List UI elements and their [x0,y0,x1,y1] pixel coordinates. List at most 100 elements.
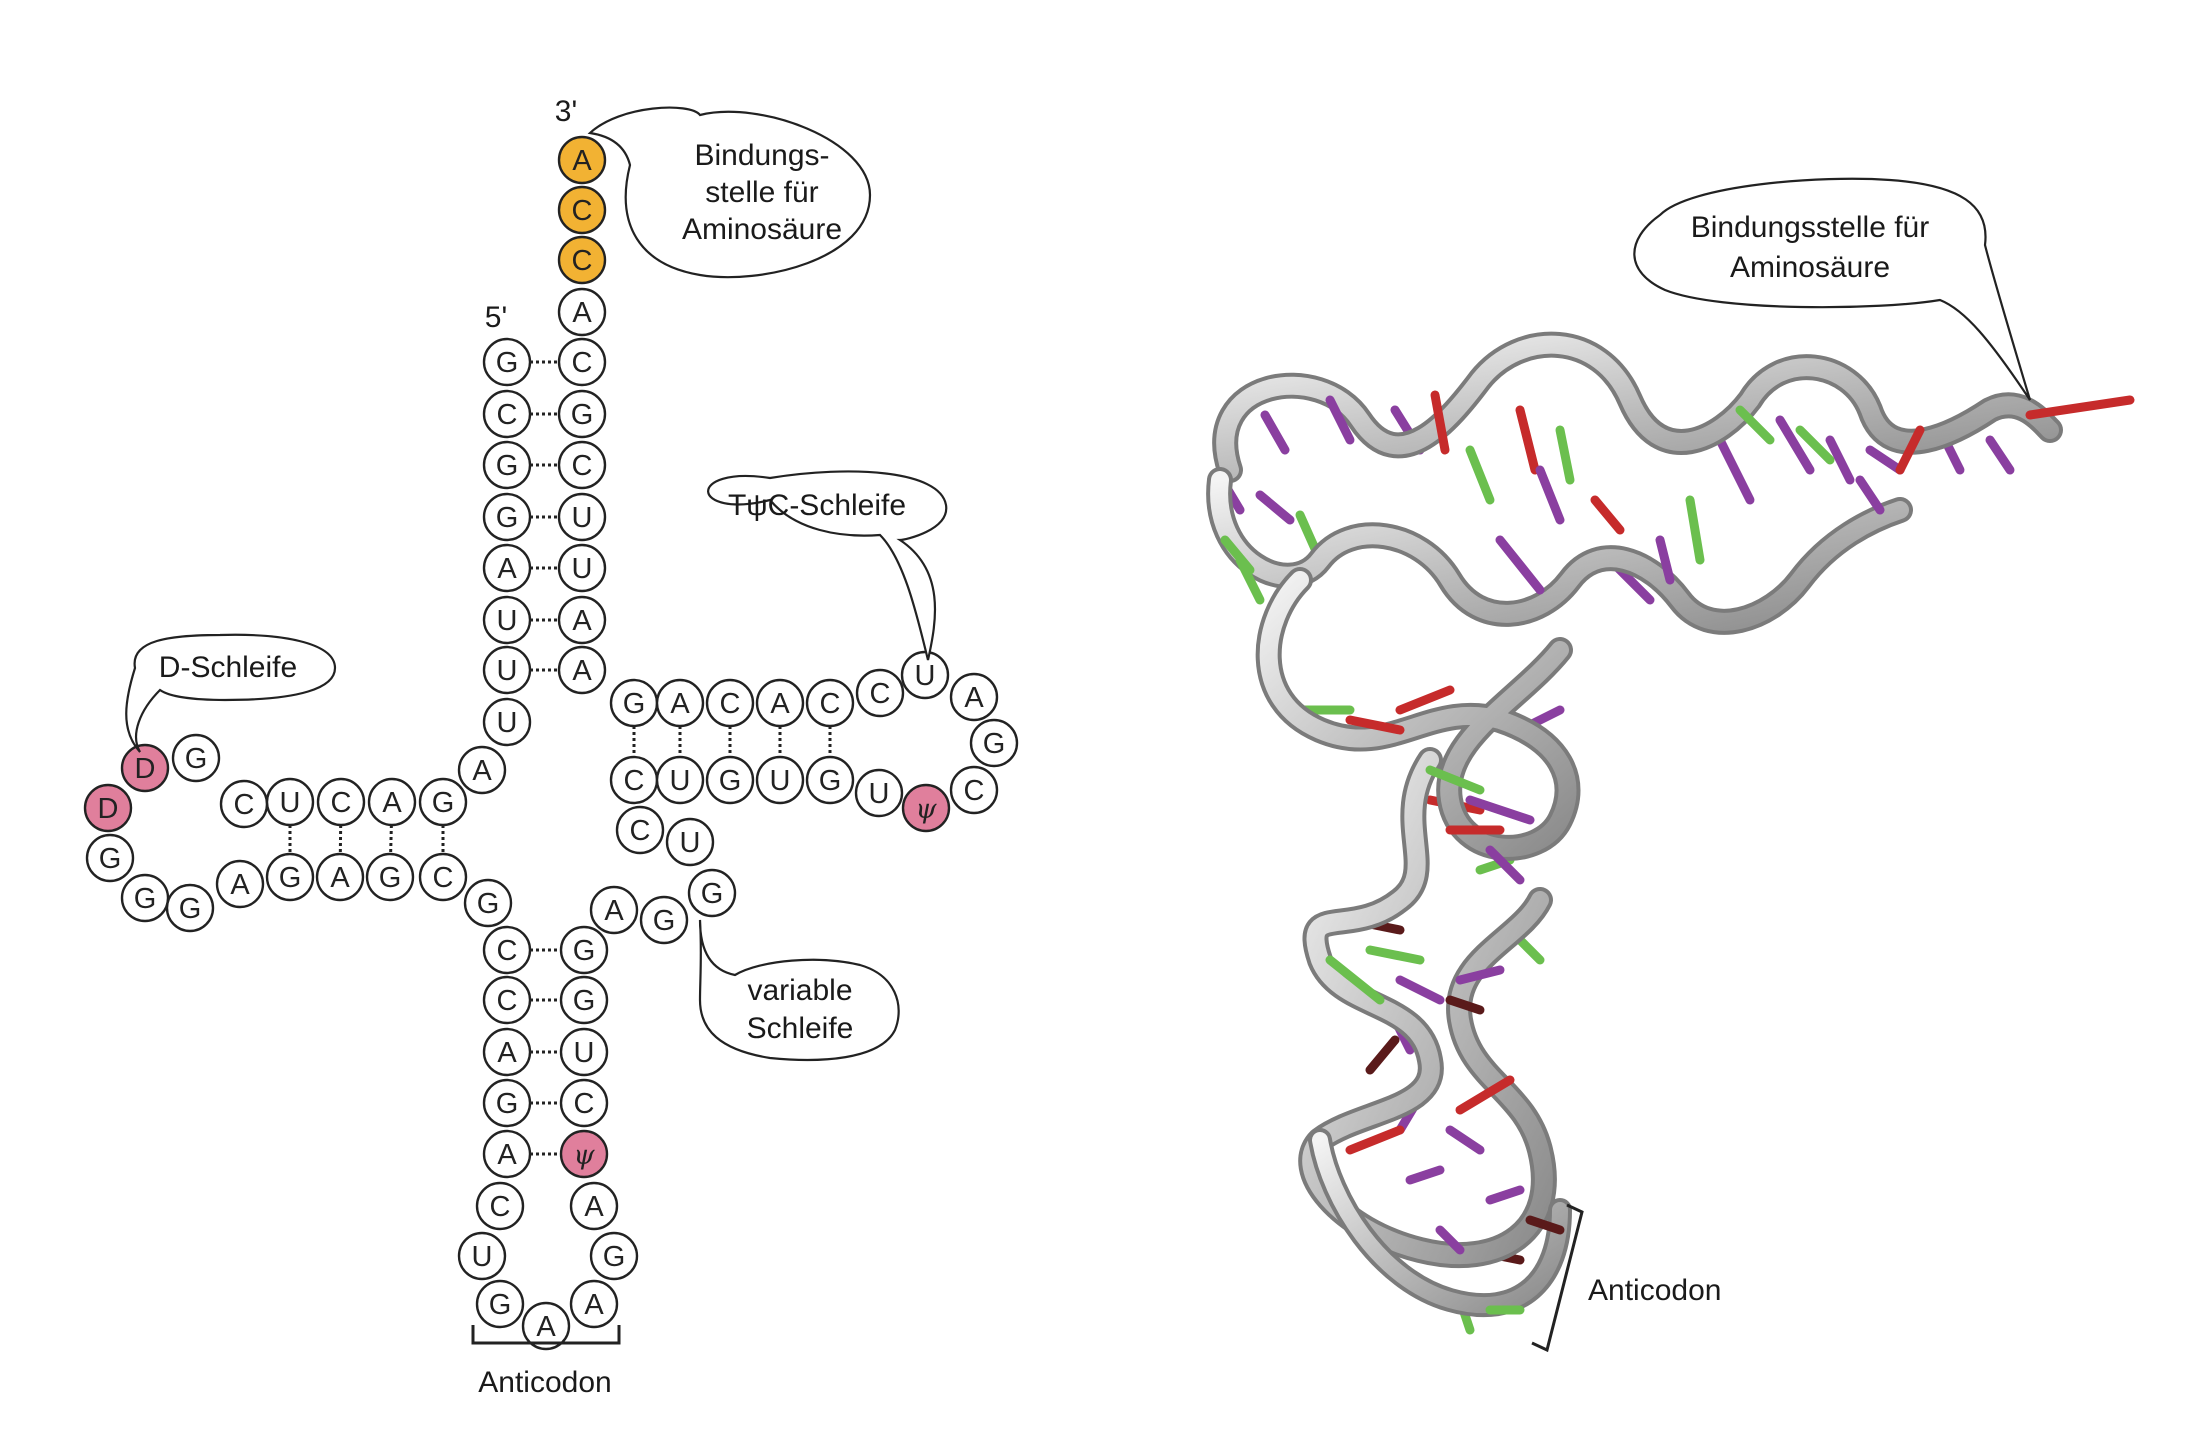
nucleotide-letter: G [653,905,676,937]
tpsic-loop-label: TψC-Schleife [728,489,906,522]
nucleotide-ac4: A [521,1301,571,1351]
nucleotide-circle [855,668,905,718]
nucleotide-ac2: U [457,1231,507,1281]
nucleotide-t4: A [755,678,805,728]
nucleotide-circle [559,1129,609,1179]
nucleotide-letter: C [720,688,741,720]
nucleotide-al1: C [482,925,532,975]
nucleotide-ac1: C [475,1181,525,1231]
nucleotide-dm2: D [83,783,133,833]
nucleotide-d2: C [219,779,269,829]
nucleotide-letter: U [572,502,593,534]
nucleotide-letter: A [572,297,592,329]
nucleotide-letter: A [382,787,402,819]
base-stick [1985,435,2015,475]
nucleotide-l6: U [482,595,532,645]
nucleotide-ar1: ψ [559,1129,609,1179]
nucleotide-circle [482,1078,532,1128]
nucleotide-t3: C [705,678,755,728]
nucleotide-letter: G [819,765,842,797]
nucleotide-circle [482,1129,532,1179]
nucleotide-letter: U [670,765,691,797]
five-prime-label: 5' [485,301,507,334]
base-stick [1455,965,1505,985]
nucleotide-letter: A [536,1311,556,1343]
nucleotide-ar4: G [559,975,609,1025]
nucleotide-letter: G [185,743,208,775]
base-stick [1325,395,1355,445]
nucleotide-letter: C [497,985,518,1017]
nucleotide-letter: C [572,450,593,482]
nucleotide-tb5: G [805,755,855,805]
nucleotide-l3: G [482,440,532,490]
nucleotide-circle [457,1231,507,1281]
nucleotide-ac5: A [569,1279,619,1329]
nucleotide-letter: A [230,869,250,901]
nucleotide-letter: U [472,1241,493,1273]
nucleotide-r0: A [557,287,607,337]
nucleotide-l5: A [482,543,532,593]
nucleotide-circle [755,678,805,728]
nucleotide-v5: C [615,805,665,855]
base-stick [1515,405,1540,475]
nucleotide-circle [120,743,170,793]
anticodon-bracket-2d: Anticodon [471,1325,621,1399]
nucleotide-l7: U [482,645,532,695]
nucleotide-circle [655,755,705,805]
base-stick [1465,445,1495,505]
nucleotide-circle [475,1181,525,1231]
nucleotide-letter: U [572,553,593,585]
nucleotide-a9: A [457,745,507,795]
nucleotide-ac3: G [475,1279,525,1329]
nucleotide-circle [85,833,135,883]
nucleotide-letter: A [770,688,790,720]
base-stick [1895,425,1925,475]
nucleotide-acc1: A [557,135,607,185]
nucleotide-letter: D [98,793,119,825]
nucleotide-letter: G [496,1088,519,1120]
base-stick [1685,495,1705,565]
nucleotide-letter: G [571,399,594,431]
nucleotide-circle [215,859,265,909]
base-sticks-front [1220,390,2135,1315]
nucleotide-dg2: G [120,873,170,923]
d-loop-label: D-Schleife [159,651,297,684]
nucleotide-circle [482,697,532,747]
nucleotide-circle [639,895,689,945]
nucleotide-letter: U [497,605,518,637]
anticodon-label-3d: Anticodon [1588,1274,1721,1307]
nucleotide-circle [949,765,999,815]
nucleotide-letter: C [234,789,255,821]
nucleotide-al5: A [482,1129,532,1179]
nucleotide-letter: G [573,985,596,1017]
nucleotide-letter: G [983,728,1006,760]
base-stick [1795,425,1835,465]
nucleotide-letter: G [719,765,742,797]
nucleotide-tl7: U [854,768,904,818]
nucleotide-r7: A [557,645,607,695]
base-stick [1855,475,1885,515]
base-stick [1255,490,1295,525]
nucleotide-circle [615,805,665,855]
nucleotide-letter: C [572,195,593,227]
base-stick [1365,945,1425,965]
nucleotide-letter: G [496,347,519,379]
nucleotide-circle [557,595,607,645]
nucleotide-dg1: G [85,833,135,883]
nucleotide-circle [165,883,215,933]
anticodon-label-2d: Anticodon [478,1366,611,1399]
nucleotide-letter: A [964,682,984,714]
nucleotide-circle [482,975,532,1025]
nucleotide-circle [569,1279,619,1329]
nucleotide-d1: G [171,733,221,783]
nucleotide-ac7: A [569,1181,619,1231]
nucleotide-circle [482,1027,532,1077]
nucleotide-circle [83,783,133,833]
nucleotide-circle [482,440,532,490]
nucleotide-circle [367,777,417,827]
